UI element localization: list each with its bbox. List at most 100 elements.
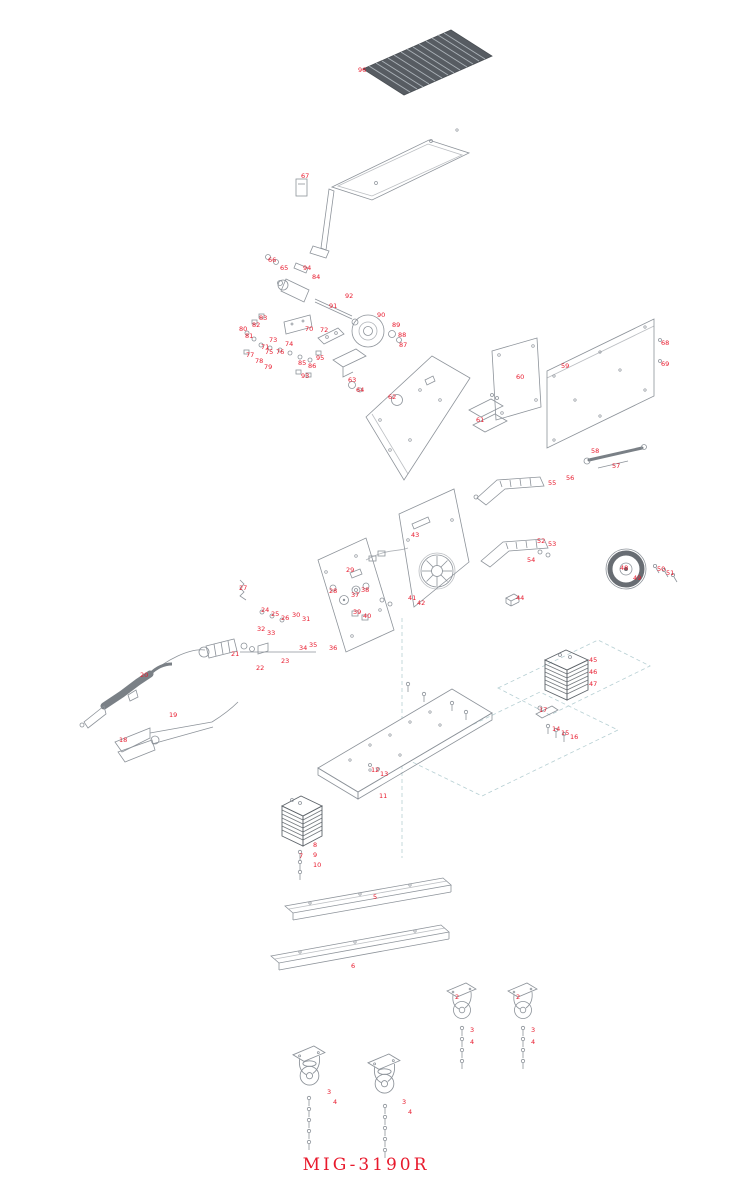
spool-holder [280, 278, 310, 303]
part-label: 14 [552, 725, 560, 733]
part-label: 32 [257, 625, 265, 633]
wire-feeder-assembly [243, 254, 402, 393]
part-label: 43 [411, 531, 419, 539]
part-label: 94 [303, 264, 311, 272]
casters [292, 982, 538, 1158]
part-label: 83 [259, 314, 267, 322]
rail-upper [284, 877, 452, 921]
part-label: 33 [267, 629, 275, 637]
divider-panel [491, 337, 542, 421]
part-label: 54 [527, 556, 535, 564]
knob-hole [339, 595, 349, 605]
part-label: 61 [476, 416, 484, 424]
part-label: 28 [329, 587, 337, 595]
part-label: 64 [356, 386, 364, 394]
part-label: 67 [301, 172, 309, 180]
part-label: 12 [371, 766, 379, 774]
torch-connector [205, 638, 238, 659]
part-label: 10 [313, 861, 321, 869]
caster-swivel-1-screws [307, 1096, 310, 1150]
part-label: 52 [537, 537, 545, 545]
part-label: 4 [470, 1038, 474, 1046]
fan-impeller [605, 548, 678, 590]
part-label: 4 [333, 1098, 337, 1106]
part-label: 22 [256, 664, 264, 672]
part-label: 57 [612, 462, 620, 470]
left-control-panel [317, 537, 409, 653]
part-label: 3 [470, 1026, 474, 1034]
part-label: 39 [353, 608, 361, 616]
part-label: 90 [377, 311, 385, 319]
control-knob [351, 585, 361, 595]
part-label: 69 [661, 360, 669, 368]
part-label: 17 [539, 706, 547, 714]
part-label: 4 [531, 1038, 535, 1046]
part-label: 76 [276, 348, 284, 356]
part-label: 20 [140, 671, 148, 679]
part-label: 15 [561, 729, 569, 737]
part-label: 23 [281, 657, 289, 665]
wire-guide-spring [239, 579, 247, 601]
part-label: 68 [661, 339, 669, 347]
part-label: 75 [265, 348, 273, 356]
part-label: 7 [299, 852, 303, 860]
transformer-left [280, 795, 324, 881]
part-label: 95 [316, 354, 324, 362]
part-label: 50 [657, 565, 665, 573]
caster-swivel-1 [292, 1045, 326, 1086]
part-label: 42 [417, 599, 425, 607]
part-label: 74 [285, 340, 293, 348]
part-label: 19 [169, 711, 177, 719]
part-label: 38 [361, 586, 369, 594]
part-label: 70 [305, 325, 313, 333]
torch-trigger [127, 689, 139, 702]
part-label: 45 [589, 656, 597, 664]
part-label: 92 [345, 292, 353, 300]
part-label: 82 [252, 321, 260, 329]
base-plate [317, 681, 493, 800]
part-label: 26 [281, 614, 289, 622]
caster-swivel-2 [367, 1053, 401, 1094]
part-label: 48 [620, 564, 628, 572]
mounting-brackets [468, 393, 508, 433]
part-label: 35 [309, 641, 317, 649]
part-label: 71 [261, 343, 269, 351]
part-label: 34 [299, 644, 307, 652]
part-label: 27 [239, 584, 247, 592]
part-label: 11 [379, 792, 387, 800]
part-label: 63 [348, 376, 356, 384]
part-label: 44 [516, 594, 524, 602]
part-label: 47 [589, 680, 597, 688]
part-label: 84 [312, 273, 320, 281]
part-label: 87 [399, 341, 407, 349]
part-label: 3 [531, 1026, 535, 1034]
terminal-block [505, 593, 520, 607]
part-label: 53 [548, 540, 556, 548]
insulator-bracket-lower [480, 538, 551, 568]
part-label: 3 [327, 1088, 331, 1096]
transformer-right [543, 649, 590, 701]
part-label: 96 [358, 66, 366, 74]
part-label: 73 [269, 336, 277, 344]
front-panel [398, 488, 470, 608]
part-label: 51 [666, 569, 674, 577]
part-label: 30 [292, 611, 300, 619]
hinge-block [295, 178, 308, 197]
part-label: 77 [246, 351, 254, 359]
part-label: 4 [408, 1108, 412, 1116]
base-rails [270, 877, 452, 971]
part-label: 37 [351, 591, 359, 599]
part-label: 31 [302, 615, 310, 623]
part-label: 41 [408, 594, 416, 602]
rail-lower [270, 924, 450, 971]
part-label: 72 [320, 326, 328, 334]
earth-clamp [114, 701, 239, 763]
mig-torch [79, 609, 316, 729]
part-label: 2 [516, 993, 520, 1001]
part-label: 56 [566, 474, 574, 482]
part-label: 21 [231, 650, 239, 658]
part-label: 13 [380, 770, 388, 778]
rear-plate [365, 355, 471, 481]
